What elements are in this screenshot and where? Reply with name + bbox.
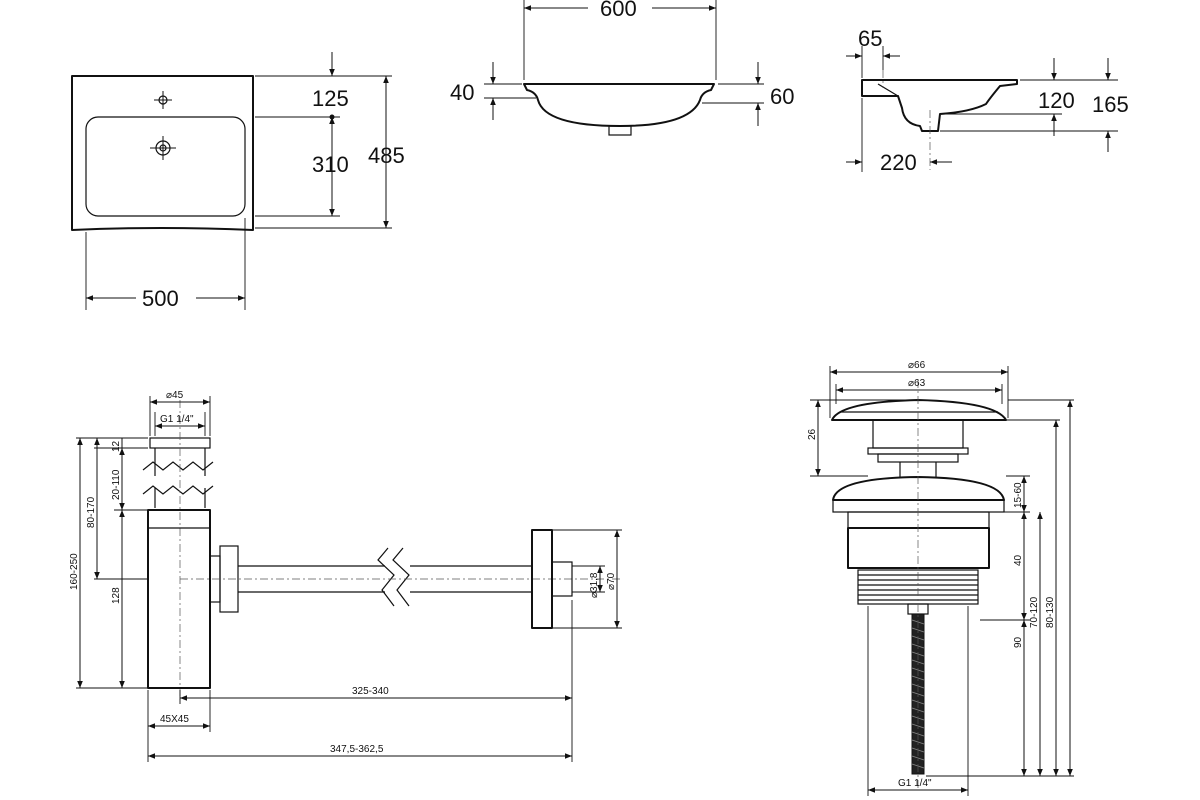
dim-valve-thread: G1 1/4" <box>898 778 932 789</box>
dim-125: 125 <box>312 86 349 111</box>
drain-valve-view: ⌀66 ⌀63 26 15-60 40 90 70-120 80-130 G1 … <box>807 360 1074 796</box>
tap-hole-marker <box>154 91 172 109</box>
dim-valve-15-60: 15-60 <box>1013 482 1024 508</box>
dim-siphon-total: 347,5-362,5 <box>330 744 384 755</box>
valve-body <box>847 527 990 569</box>
dim-siphon-160-250: 160-250 <box>69 553 80 590</box>
dim-120: 120 <box>1038 88 1075 113</box>
bottle-siphon-view: ⌀45 G1 1/4" 12 20-110 80-170 160-250 128… <box>69 390 622 762</box>
dim-siphon-d31-8: ⌀31,8 <box>589 572 600 598</box>
dim-siphon-20-110: 20-110 <box>111 469 122 500</box>
dim-siphon-thread: G1 1/4" <box>160 414 194 425</box>
valve-flange <box>832 476 1005 501</box>
basin-section-view: 65 220 120 165 <box>846 26 1129 175</box>
basin-section-outline <box>861 79 1018 132</box>
dim-siphon-45x45: 45X45 <box>160 714 189 725</box>
dim-valve-d63: ⌀63 <box>908 378 926 389</box>
dim-485: 485 <box>368 143 405 168</box>
dim-valve-d66: ⌀66 <box>908 360 926 371</box>
dim-65: 65 <box>858 26 882 51</box>
dim-valve-70-120: 70-120 <box>1029 596 1040 628</box>
dim-40: 40 <box>450 80 474 105</box>
basin-side-drain <box>608 125 632 136</box>
dim-valve-80-130: 80-130 <box>1045 596 1056 628</box>
dim-siphon-80-170: 80-170 <box>86 496 97 528</box>
drain-hole-marker <box>150 136 176 160</box>
basin-side-view: 600 40 60 <box>450 0 794 136</box>
dim-siphon-325-340: 325-340 <box>352 686 389 697</box>
dim-valve-26: 26 <box>807 428 818 440</box>
dim-siphon-d70: ⌀70 <box>606 572 617 590</box>
dim-siphon-d45: ⌀45 <box>166 390 184 401</box>
basin-front-view: 125 310 485 500 <box>71 52 405 311</box>
dim-60: 60 <box>770 84 794 109</box>
basin-side-outline <box>523 83 715 127</box>
dim-valve-40: 40 <box>1013 554 1024 566</box>
siphon-body <box>147 509 211 689</box>
dim-600: 600 <box>600 0 637 21</box>
dim-siphon-12: 12 <box>111 440 122 452</box>
dim-310: 310 <box>312 152 349 177</box>
dim-220: 220 <box>880 150 917 175</box>
basin-bowl <box>85 116 246 217</box>
valve-cap <box>831 399 1007 421</box>
dim-500: 500 <box>142 286 179 311</box>
dim-valve-90: 90 <box>1013 636 1024 648</box>
basin-outline <box>71 75 254 231</box>
dim-165: 165 <box>1092 92 1129 117</box>
dim-siphon-128: 128 <box>111 587 122 604</box>
